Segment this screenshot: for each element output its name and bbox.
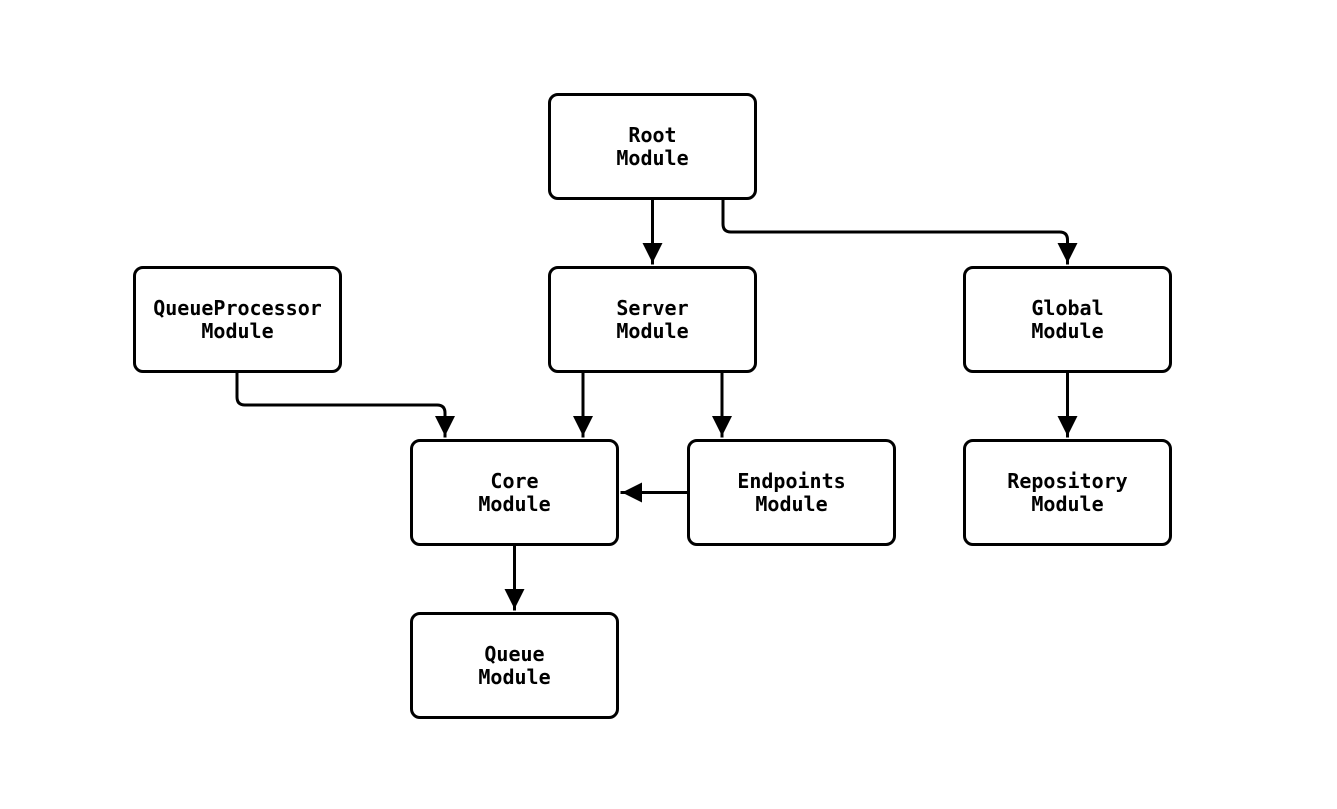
node-core-module[interactable]: Core Module [410,439,619,546]
node-endpoints-module[interactable]: Endpoints Module [687,439,896,546]
edge-queueprocessor-to-core [235,371,455,438]
node-queueprocessor-module[interactable]: QueueProcessor Module [133,266,342,373]
node-global-module[interactable]: Global Module [963,266,1172,373]
edge-root-to-global [721,196,1078,265]
node-root-module[interactable]: Root Module [548,93,757,200]
node-server-module[interactable]: Server Module [548,266,757,373]
node-repository-module[interactable]: Repository Module [963,439,1172,546]
node-queue-module[interactable]: Queue Module [410,612,619,719]
